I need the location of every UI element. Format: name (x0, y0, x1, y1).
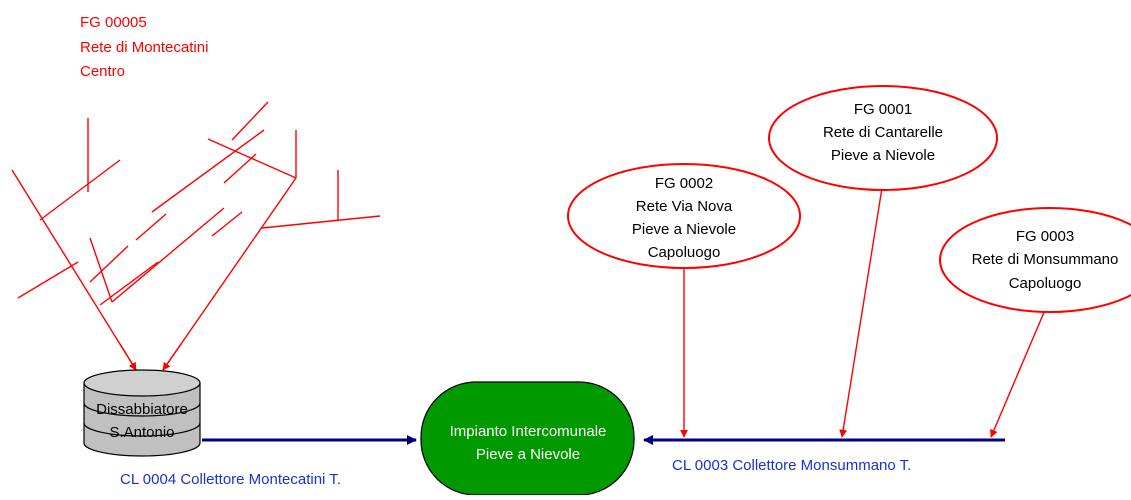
node-fg0001-ellipse (768, 85, 998, 191)
tree-branch (99, 261, 159, 306)
dissabbiatore-band (83, 402, 201, 417)
node-impianto: Impianto Intercomunale Pieve a Nievole (420, 381, 635, 496)
tree-inflow-arrow-left (119, 343, 137, 371)
node-fg0001-name: Rete di Cantarelle (823, 124, 943, 141)
node-fg0002-ellipse (567, 163, 801, 269)
tree-branch (39, 159, 121, 221)
node-fg0002-area: Capoluogo (648, 244, 721, 261)
node-fg0002-code: FG 0002 (655, 175, 713, 192)
dissabbiatore-label: Dissabbiatore (96, 401, 188, 418)
feeder-fg0003 (990, 309, 1046, 438)
node-fg0003-ellipse (939, 207, 1131, 313)
tree-trunk-right (162, 177, 297, 371)
node-fg0001-code: FG 0001 (854, 101, 912, 118)
montecatini-network-label: FG 00005 Rete di Montecatini Centro (80, 14, 208, 80)
tree-branch (261, 215, 381, 229)
node-fg0001: FG 0001 Rete di Cantarelle Pieve a Nievo… (768, 85, 998, 191)
tree-branch (231, 101, 269, 141)
impianto-location: Pieve a Nievole (476, 446, 580, 463)
node-fg0002-town: Pieve a Nievole (632, 221, 736, 238)
tree-inflow-arrow-right (162, 343, 182, 371)
dissabbiatore-body (83, 382, 201, 457)
node-fg0003: FG 0003 Rete di Monsummano Capoluogo (939, 207, 1131, 313)
dissabbiatore-location: S.Antonio (109, 424, 174, 441)
node-fg0003-name: Rete di Monsummano (972, 251, 1119, 268)
node-fg0003-code: FG 0003 (1016, 228, 1074, 245)
tree-trunk-left (11, 169, 137, 371)
node-fg0001-town: Pieve a Nievole (831, 147, 935, 164)
node-fg0002-name: Rete Via Nova (636, 198, 733, 215)
montecatini-network-tree (11, 101, 381, 371)
tree-branch (89, 237, 113, 303)
network-label-name: Rete di Montecatini (80, 39, 208, 56)
tree-branch (111, 207, 225, 303)
collector-cl0004-label: CL 0004 Collettore Montecatini T. (120, 471, 341, 488)
network-label-code: FG 00005 (80, 14, 147, 31)
node-fg0003-area: Capoluogo (1009, 275, 1082, 292)
dissabbiatore-top (83, 369, 201, 397)
tree-branch (211, 211, 243, 237)
node-dissabbiatore: Dissabbiatore S.Antonio (83, 369, 201, 457)
tree-branch (135, 213, 167, 241)
network-label-area: Centro (80, 63, 125, 80)
collector-cl0003-label: CL 0003 Collettore Monsummano T. (672, 457, 911, 474)
node-fg0002: FG 0002 Rete Via Nova Pieve a Nievole Ca… (567, 163, 801, 269)
tree-branch (151, 129, 265, 213)
dissabbiatore-band (83, 422, 201, 437)
tree-branch (89, 245, 129, 283)
impianto-label: Impianto Intercomunale (450, 423, 607, 440)
tree-branch (17, 261, 79, 299)
feeder-fg0001 (839, 187, 883, 438)
tree-branch (223, 153, 257, 184)
